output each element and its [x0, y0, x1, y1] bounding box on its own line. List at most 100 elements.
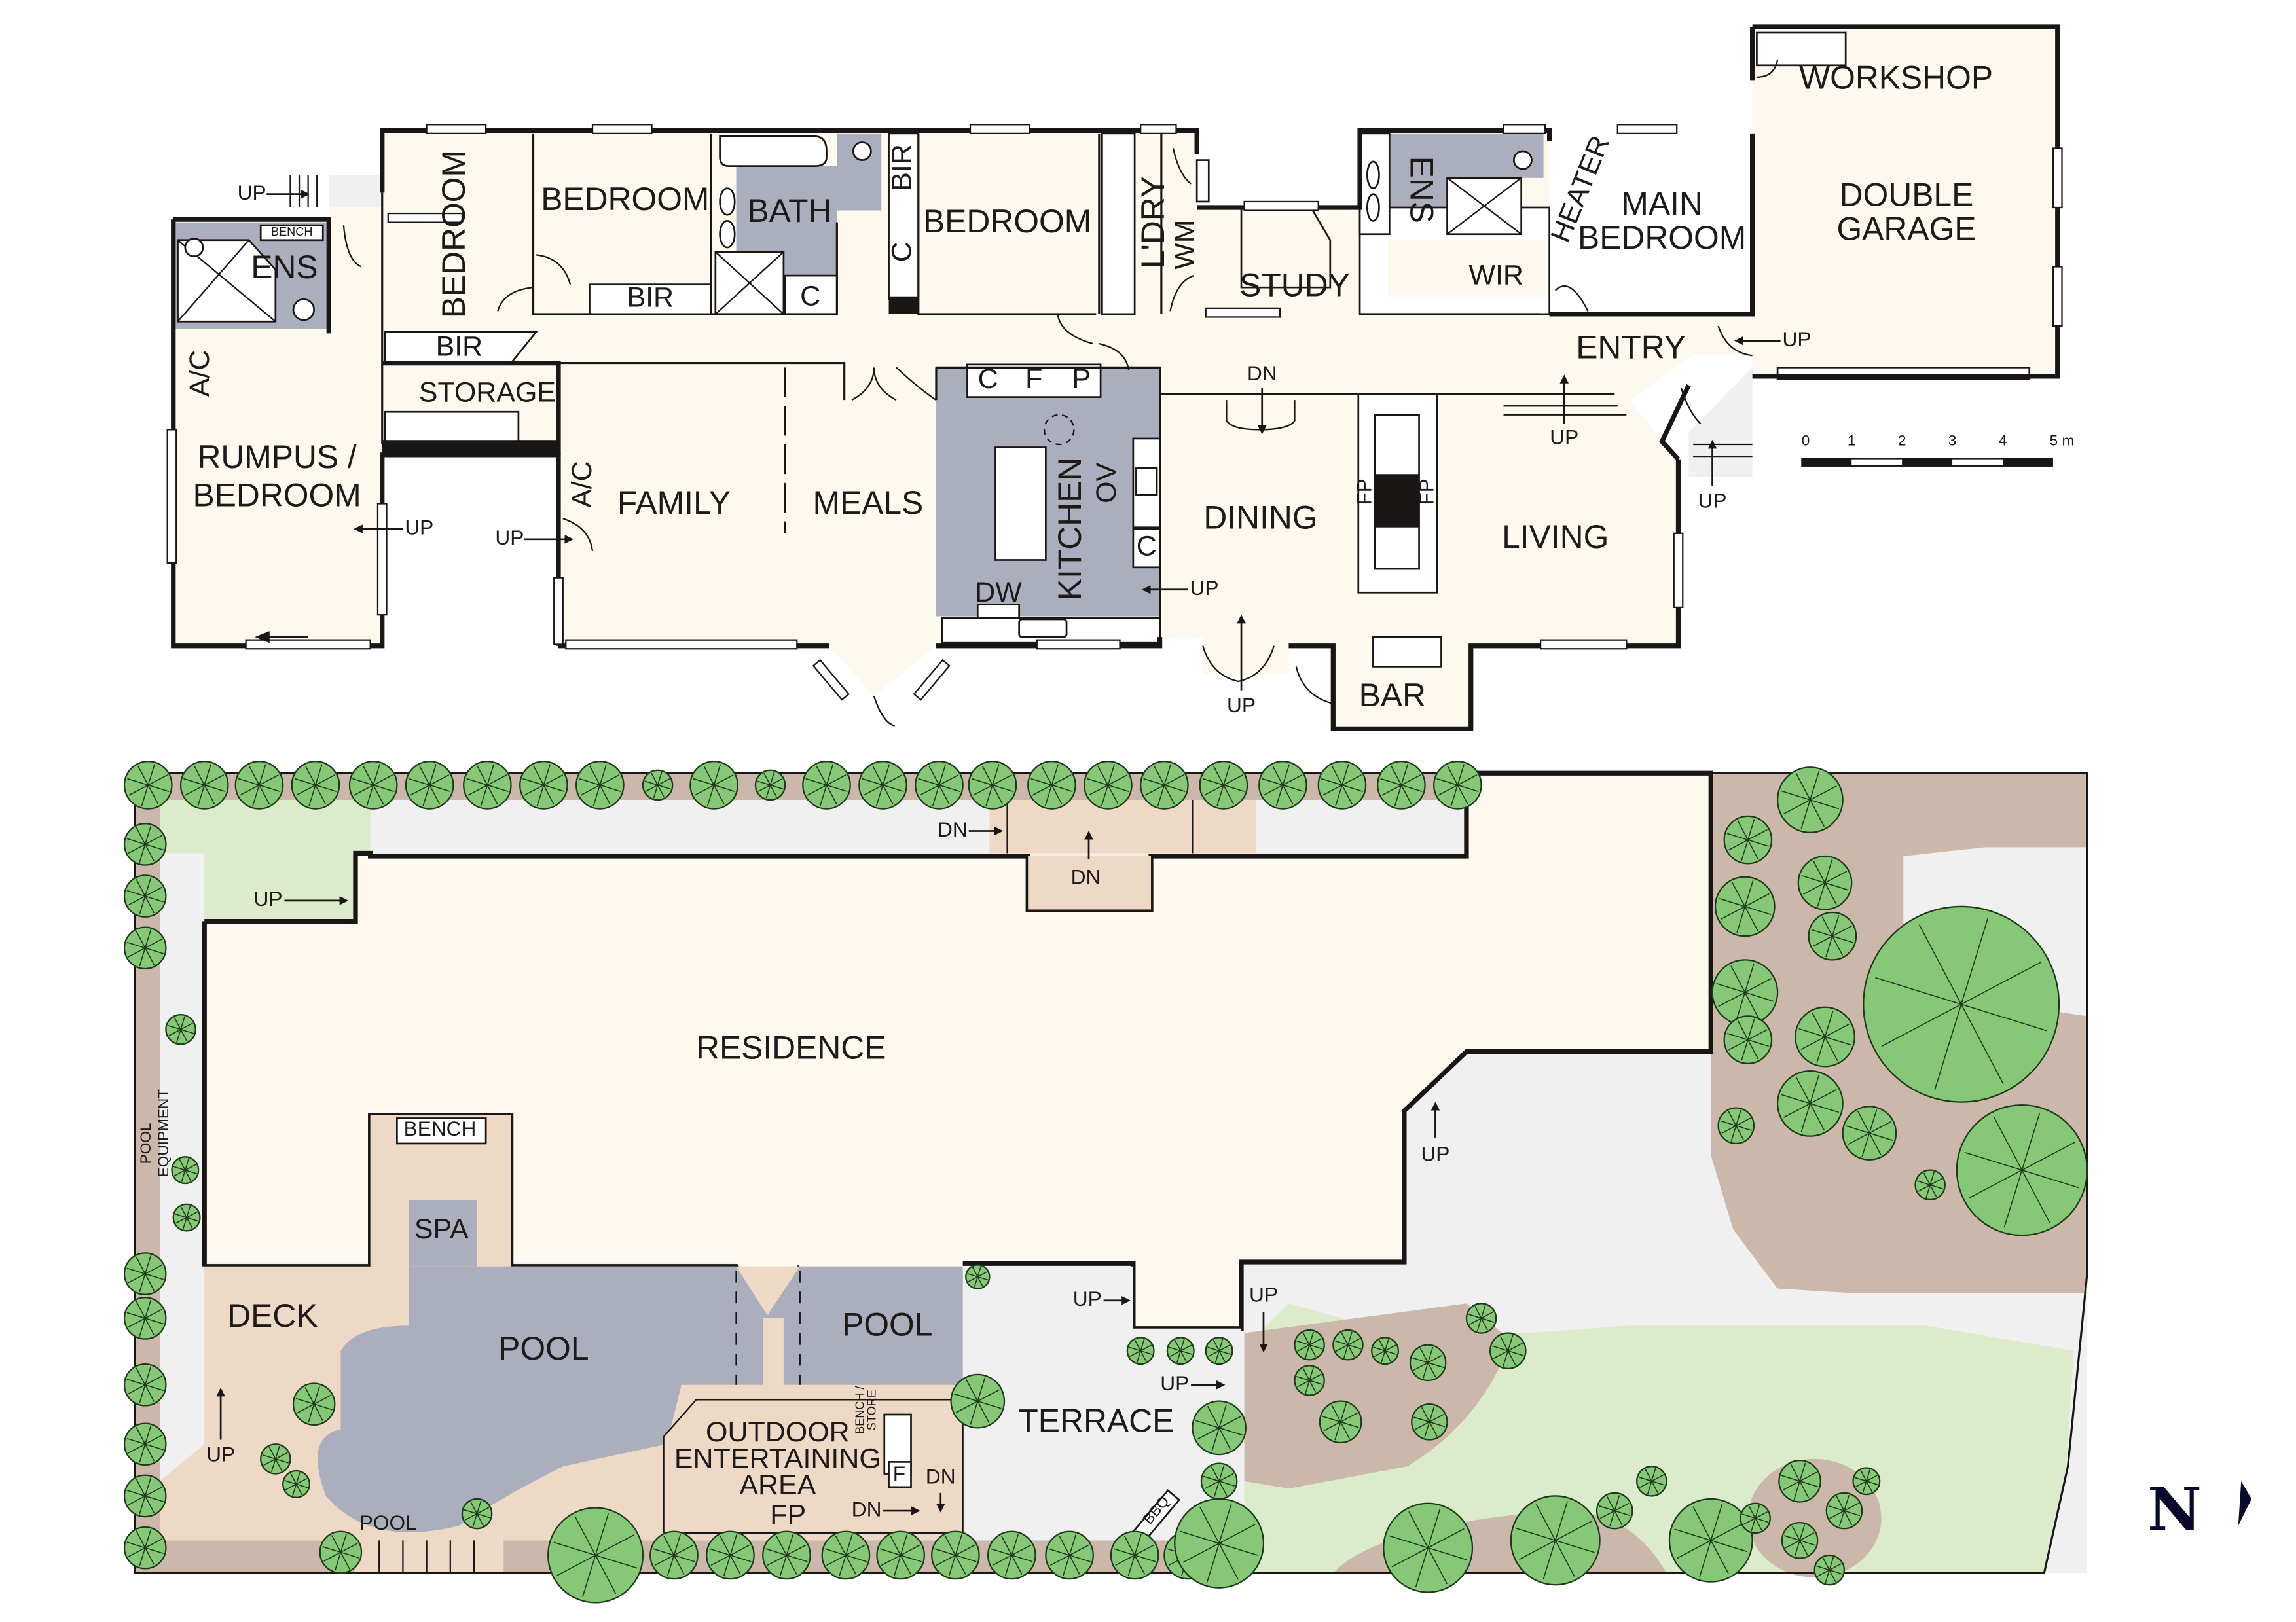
pool-equipment-label-1: POOL [137, 1123, 154, 1164]
bench-label: BENCH [404, 1117, 477, 1140]
stair-up-living: UP [1550, 425, 1578, 448]
ac-1-label: A/C [184, 350, 215, 397]
bir-3-label: BIR [886, 144, 918, 191]
kitchen-ov-label: OV [1091, 462, 1122, 503]
scale-bar: 0 1 2 3 4 5 m [1801, 432, 2075, 467]
family-label: FAMILY [617, 484, 731, 521]
rumpus-label-2: BEDROOM [193, 477, 361, 514]
room-labels: ENS BENCH BEDROOM BEDROOM BATH BEDROOM B… [184, 60, 1993, 713]
main-bedroom-label-1: MAIN [1621, 185, 1702, 222]
site-dn-outdoor-1: DN [926, 1465, 956, 1488]
entry-label: ENTRY [1576, 329, 1686, 365]
scale-tick-5: 5 m [2050, 432, 2075, 448]
garage-label-1: DOUBLE [1840, 176, 1974, 213]
outdoor-label-1: OUTDOOR [706, 1416, 850, 1448]
cupboard-bath-label: C [800, 280, 820, 312]
pool-right-label: POOL [842, 1307, 932, 1343]
site-up-terrace-3: UP [1160, 1371, 1189, 1395]
ac-2-label: A/C [566, 461, 598, 508]
floor-plan: ENS BENCH BEDROOM BEDROOM BATH BEDROOM B… [166, 24, 2063, 732]
doors [342, 59, 1779, 727]
site-up-deck: UP [206, 1443, 235, 1466]
kitchen-c-label: C [978, 363, 998, 395]
stair-up-ens: UP [238, 181, 266, 204]
bedroom-3-label: BEDROOM [923, 203, 1091, 240]
laundry-label: L'DRY [1135, 176, 1171, 268]
stair-up-rumpus: UP [405, 515, 433, 539]
scale-tick-0: 0 [1802, 432, 1810, 448]
outdoor-label-2: ENTERTAINING [674, 1443, 881, 1475]
site-stairs: UP DN DN UP UP UP UP UP DN DN [206, 818, 1449, 1521]
floor-stairs: UP UP UP UP DN UP UP UP UP [238, 181, 1812, 717]
main-bedroom-label-2: BEDROOM [1578, 219, 1746, 256]
bench-store-label-2: STORE [865, 1390, 878, 1430]
windows [166, 124, 2063, 701]
trees [123, 761, 2088, 1604]
outdoor-label-3: AREA [739, 1469, 816, 1501]
site-labels: RESIDENCE BENCH SPA DECK POOL POOL POOL … [137, 1030, 1174, 1534]
bir-1-label: BIR [627, 282, 674, 314]
kitchen-dw-label: DW [975, 577, 1022, 608]
site-up-terrace-1: UP [1073, 1287, 1102, 1310]
stair-up-family: UP [495, 526, 524, 549]
scale-tick-2: 2 [1898, 432, 1906, 448]
built-ins [177, 31, 2031, 668]
rumpus-label-1: RUMPUS / [197, 439, 356, 475]
stair-up-kitchen: UP [1190, 576, 1218, 600]
garage-label-2: GARAGE [1836, 210, 1976, 247]
fixtures [184, 141, 1753, 638]
stair-dn-dining: DN [1247, 361, 1277, 385]
fp-2-label: FP [1414, 478, 1438, 505]
bedroom-2-label: BEDROOM [541, 181, 709, 217]
walls [171, 24, 2060, 732]
bath-label: BATH [747, 192, 831, 229]
site-up-terrace-2: UP [1249, 1282, 1278, 1306]
workshop-label: WORKSHOP [1799, 60, 1993, 96]
scale-tick-1: 1 [1848, 432, 1856, 448]
site-dn-top-2: DN [1071, 865, 1101, 888]
kitchen-c2-label: C [1137, 531, 1157, 562]
site-up-left-lawn: UP [254, 887, 283, 910]
north-label: N [2147, 1475, 2202, 1544]
site-dn-top: DN [938, 818, 968, 841]
bedroom-1-label: BEDROOM [435, 150, 472, 318]
pool-main-label: POOL [498, 1330, 589, 1367]
cupboard-bed3-label: C [886, 242, 918, 262]
deck-label: DECK [227, 1297, 318, 1334]
site-plan: RESIDENCE BENCH SPA DECK POOL POOL POOL … [123, 761, 2088, 1604]
dining-label: DINING [1203, 499, 1317, 536]
laundry-wm-label: WM [1169, 219, 1201, 269]
pool-equipment-label-2: EQUIPMENT [155, 1089, 172, 1178]
site-dn-outdoor-2: DN [852, 1497, 882, 1521]
north-pointer-icon [2238, 1481, 2252, 1526]
fridge-label: F [893, 1462, 905, 1485]
ens-main-label: ENS [1403, 156, 1440, 223]
kitchen-label: KITCHEN [1051, 458, 1088, 600]
study-label: STUDY [1239, 266, 1350, 303]
stair-up-front: UP [1698, 489, 1727, 513]
kitchen-p-label: P [1072, 363, 1091, 395]
meals-label: MEALS [813, 484, 924, 521]
residence-label: RESIDENCE [696, 1030, 886, 1066]
scale-tick-3: 3 [1948, 432, 1957, 448]
bench-store-label-1: BENCH / [853, 1386, 866, 1434]
site-up-right: UP [1421, 1142, 1449, 1165]
outdoor-fp-label: FP [770, 1499, 806, 1530]
ens-left-label: ENS [251, 249, 318, 285]
fp-1-label: FP [1352, 478, 1376, 505]
kitchen-f-label: F [1025, 363, 1042, 395]
bar-label: BAR [1359, 677, 1426, 713]
scale-tick-4: 4 [1999, 432, 2007, 448]
stair-up-dining-door: UP [1227, 693, 1256, 717]
storage-label: STORAGE [419, 376, 556, 408]
terrace-label: TERRACE [1018, 1403, 1174, 1439]
bench-small-label: BENCH [271, 225, 312, 238]
wir-label: WIR [1468, 260, 1523, 291]
living-label: LIVING [1502, 518, 1609, 555]
stair-up-entry-garage: UP [1783, 327, 1812, 351]
pool-curve-label: POOL [359, 1511, 417, 1534]
spa-label: SPA [414, 1214, 469, 1245]
north-arrow: N [2147, 1475, 2252, 1544]
pool-steps [355, 1540, 504, 1574]
